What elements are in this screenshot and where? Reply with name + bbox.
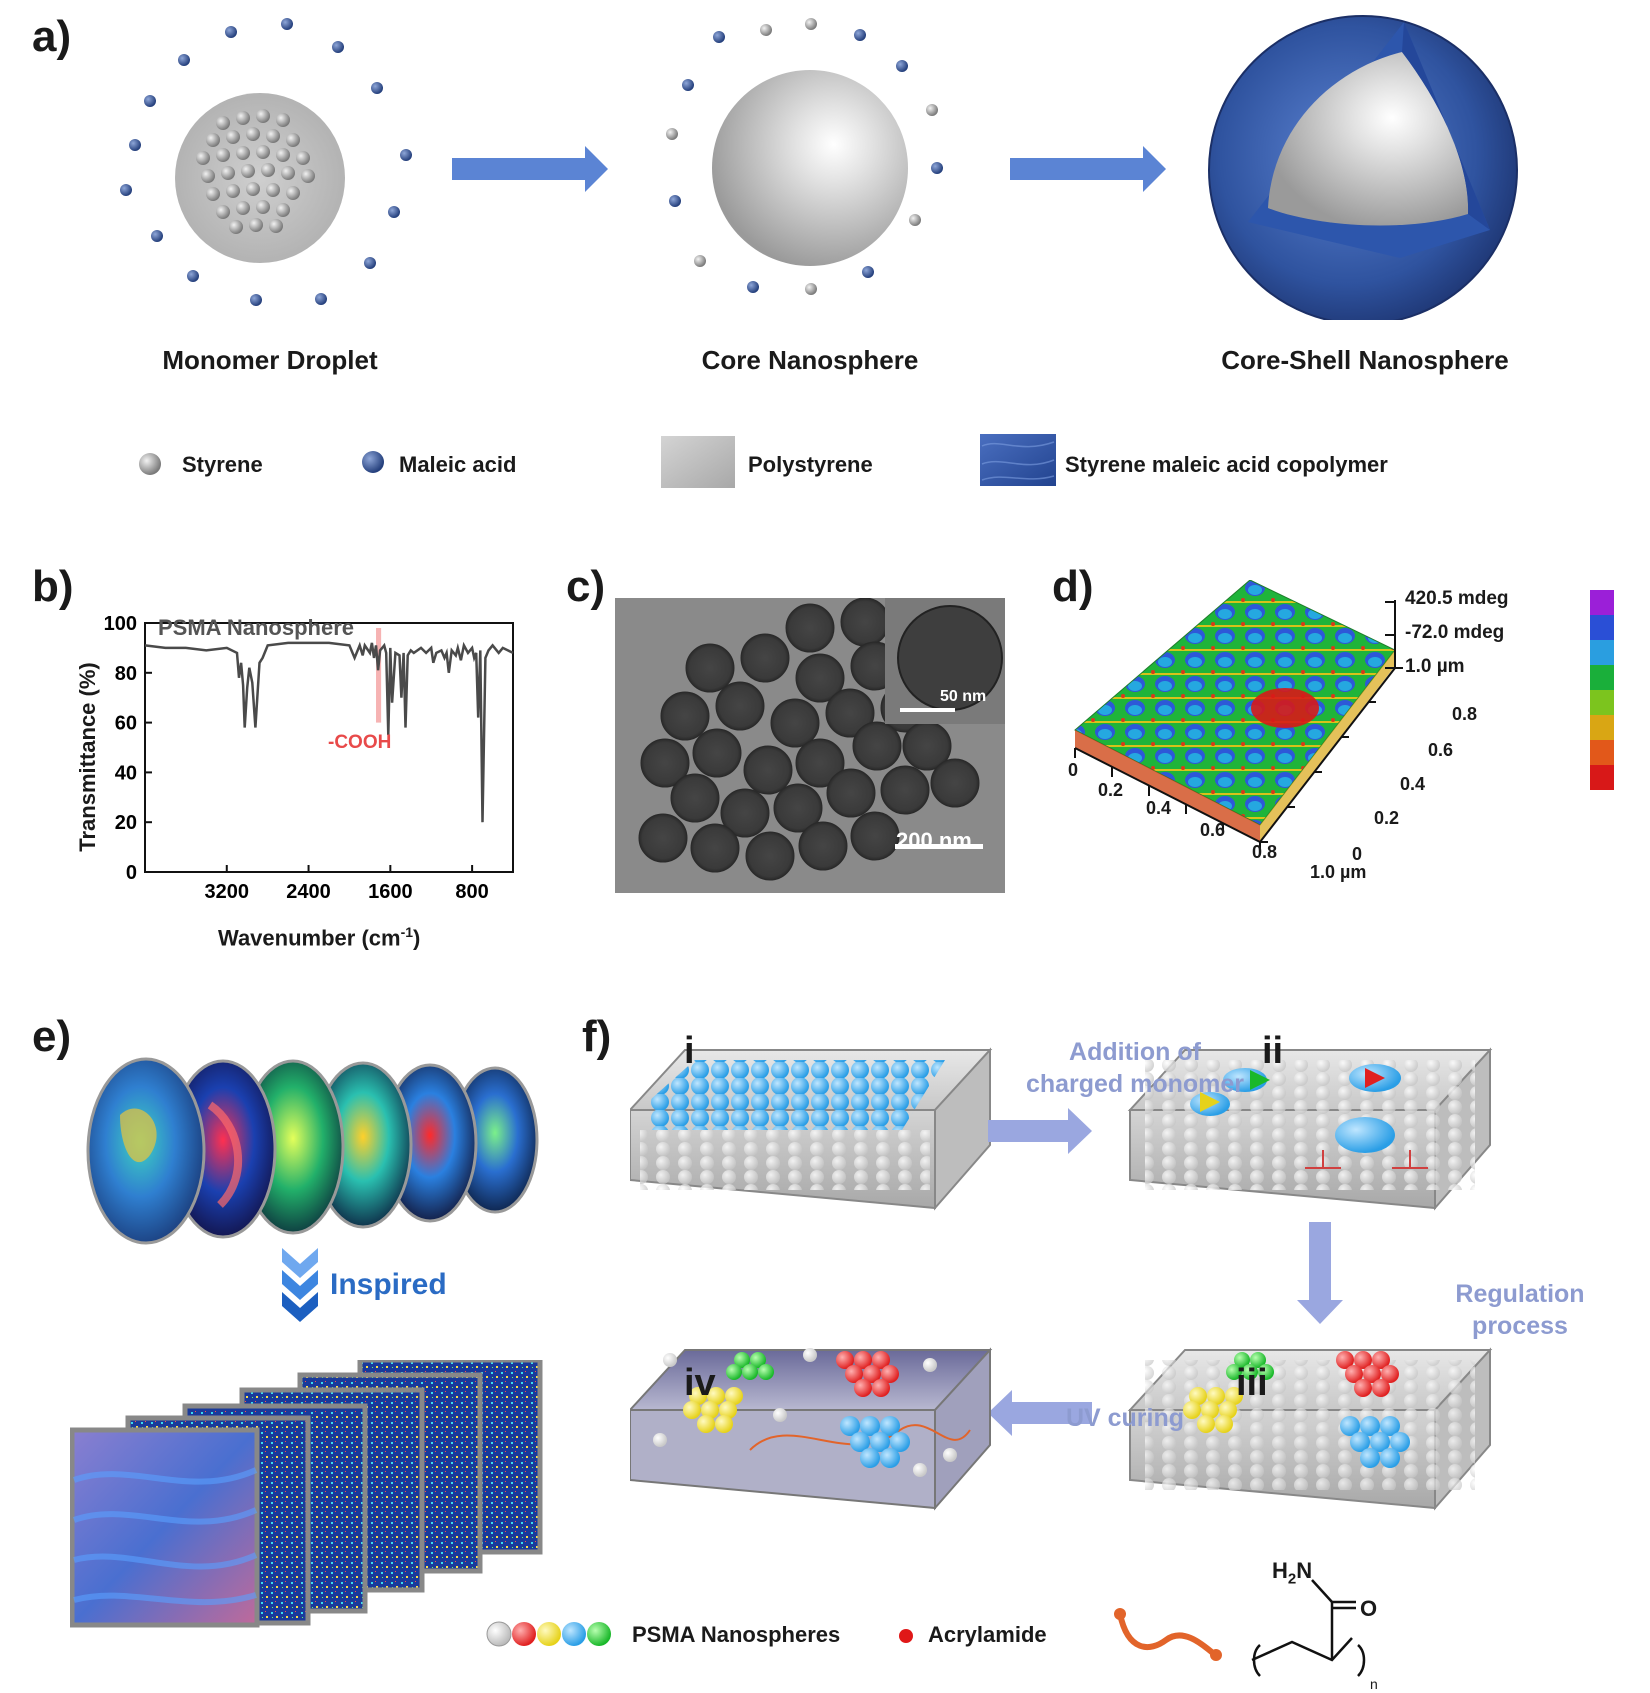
chevron-down-icon bbox=[282, 1248, 318, 1322]
artificial-opal-films bbox=[70, 1360, 543, 1628]
chem-label-h2n: H2N bbox=[1272, 1558, 1313, 1588]
step-label-iv: iv bbox=[684, 1362, 716, 1404]
legend-acrylamide: Acrylamide bbox=[928, 1622, 1047, 1647]
legend-copolymer: Styrene maleic acid copolymer bbox=[1065, 452, 1388, 477]
polyacrylamide-structure bbox=[1251, 1579, 1366, 1677]
label-regulation: Regulation process bbox=[1455, 1280, 1585, 1340]
arrow-a1 bbox=[452, 146, 608, 192]
y-tick-label: 40 bbox=[115, 762, 137, 784]
core-shell-nanosphere bbox=[1208, 15, 1518, 320]
caption-core-nanosphere: Core Nanosphere bbox=[701, 345, 919, 375]
x-tick-08: 0.8 bbox=[1252, 842, 1278, 862]
step-label-ii: ii bbox=[1262, 1030, 1284, 1072]
polymer-chain-icon bbox=[1114, 1608, 1222, 1661]
caption-monomer-droplet: Monomer Droplet bbox=[162, 345, 378, 375]
monomer-droplet bbox=[120, 18, 412, 306]
y-tick-label: 20 bbox=[115, 812, 137, 834]
ftir-spectrum-line bbox=[144, 641, 514, 823]
ftir-title: PSMA Nanosphere bbox=[158, 615, 355, 640]
plot-frame bbox=[144, 622, 514, 873]
y-tick-0: 0 bbox=[1352, 844, 1363, 864]
x-tick-10: 1.0 µm bbox=[1310, 862, 1367, 882]
tem-scale-main: 200 nm bbox=[896, 828, 972, 853]
legend-maleic-acid: Maleic acid bbox=[399, 452, 517, 477]
x-tick-label: 800 bbox=[455, 881, 488, 903]
panel-label-a: a) bbox=[32, 12, 72, 61]
acrylamide-icon bbox=[899, 1629, 913, 1643]
ftir-xlabel: Wavenumber (cm-1) bbox=[218, 924, 421, 951]
y-tick-label: 80 bbox=[115, 663, 137, 685]
x-tick-02: 0.2 bbox=[1098, 780, 1124, 800]
label-uv-curing: UV curing bbox=[1065, 1404, 1185, 1432]
x-tick-label: 1600 bbox=[368, 881, 413, 903]
core-nanosphere bbox=[666, 18, 943, 295]
z-label-top: 420.5 mdeg bbox=[1405, 588, 1509, 609]
inspired-label: Inspired bbox=[330, 1268, 447, 1301]
chem-label-n: n bbox=[1370, 1676, 1378, 1692]
cooh-highlight bbox=[376, 628, 382, 723]
panel-label-e: e) bbox=[32, 1012, 72, 1061]
x-tick-label: 2400 bbox=[286, 881, 331, 903]
nanosphere-legend-icons bbox=[486, 1621, 611, 1647]
chem-label-o: O bbox=[1360, 1596, 1378, 1621]
y-tick-08: 0.8 bbox=[1452, 704, 1478, 724]
styrene-icon bbox=[139, 453, 161, 475]
colorbar bbox=[1590, 590, 1614, 790]
arrow-a2 bbox=[1010, 146, 1166, 192]
ftir-annotation: -COOH bbox=[328, 732, 392, 753]
step-iii-substrate bbox=[1127, 1347, 1493, 1511]
x-tick-0: 0 bbox=[1068, 760, 1079, 780]
ftir-chart: 0 20 40 60 80 100 3200 2400 1600 800 bbox=[104, 613, 514, 903]
panel-a-legend-swatches bbox=[139, 436, 735, 488]
copolymer-swatch bbox=[980, 434, 1056, 486]
tem-image bbox=[615, 598, 1005, 893]
panel-label-c: c) bbox=[566, 562, 606, 611]
x-tick-06: 0.6 bbox=[1200, 820, 1226, 840]
arrow-uv bbox=[988, 1390, 1092, 1436]
cd-3d-surface-plot bbox=[1074, 580, 1614, 852]
y-tick-label: 0 bbox=[126, 862, 137, 884]
panel-label-b: b) bbox=[32, 562, 74, 611]
panel-label-d: d) bbox=[1052, 562, 1094, 611]
z-label-mid: -72.0 mdeg bbox=[1405, 622, 1505, 643]
y-tick-06: 0.6 bbox=[1428, 740, 1454, 760]
step-ii-substrate bbox=[1127, 1047, 1493, 1211]
tem-scale-inset: 50 nm bbox=[940, 688, 987, 705]
caption-core-shell-nanosphere: Core-Shell Nanosphere bbox=[1221, 345, 1509, 375]
z-label-bottom: 1.0 µm bbox=[1405, 656, 1465, 677]
step-label-i: i bbox=[684, 1030, 695, 1072]
label-addition: Addition of charged monomer bbox=[1025, 1038, 1245, 1098]
ftir-ylabel: Transmittance (%) bbox=[75, 662, 100, 852]
step-i-substrate bbox=[630, 1047, 993, 1211]
polystyrene-swatch bbox=[661, 436, 735, 488]
legend-polystyrene: Polystyrene bbox=[748, 452, 873, 477]
legend-psma-nanospheres: PSMA Nanospheres bbox=[632, 1622, 841, 1647]
y-tick-label: 100 bbox=[104, 613, 137, 635]
step-label-iii: iii bbox=[1236, 1362, 1268, 1404]
x-tick-04: 0.4 bbox=[1146, 798, 1172, 818]
y-tick-label: 60 bbox=[115, 713, 137, 735]
legend-styrene: Styrene bbox=[182, 452, 263, 477]
step-iv-substrate bbox=[630, 1347, 993, 1511]
panel-f-illustration bbox=[630, 1047, 1493, 1511]
arrow-regulation bbox=[1297, 1222, 1343, 1324]
opal-gems bbox=[86, 1057, 539, 1245]
maleic-acid-icon bbox=[362, 451, 384, 473]
arrow-addition bbox=[988, 1108, 1092, 1154]
panel-a-illustration bbox=[120, 15, 1518, 320]
y-tick-04: 0.4 bbox=[1400, 774, 1426, 794]
x-tick-label: 3200 bbox=[205, 881, 250, 903]
y-tick-02: 0.2 bbox=[1374, 808, 1400, 828]
panel-label-f: f) bbox=[582, 1012, 612, 1061]
